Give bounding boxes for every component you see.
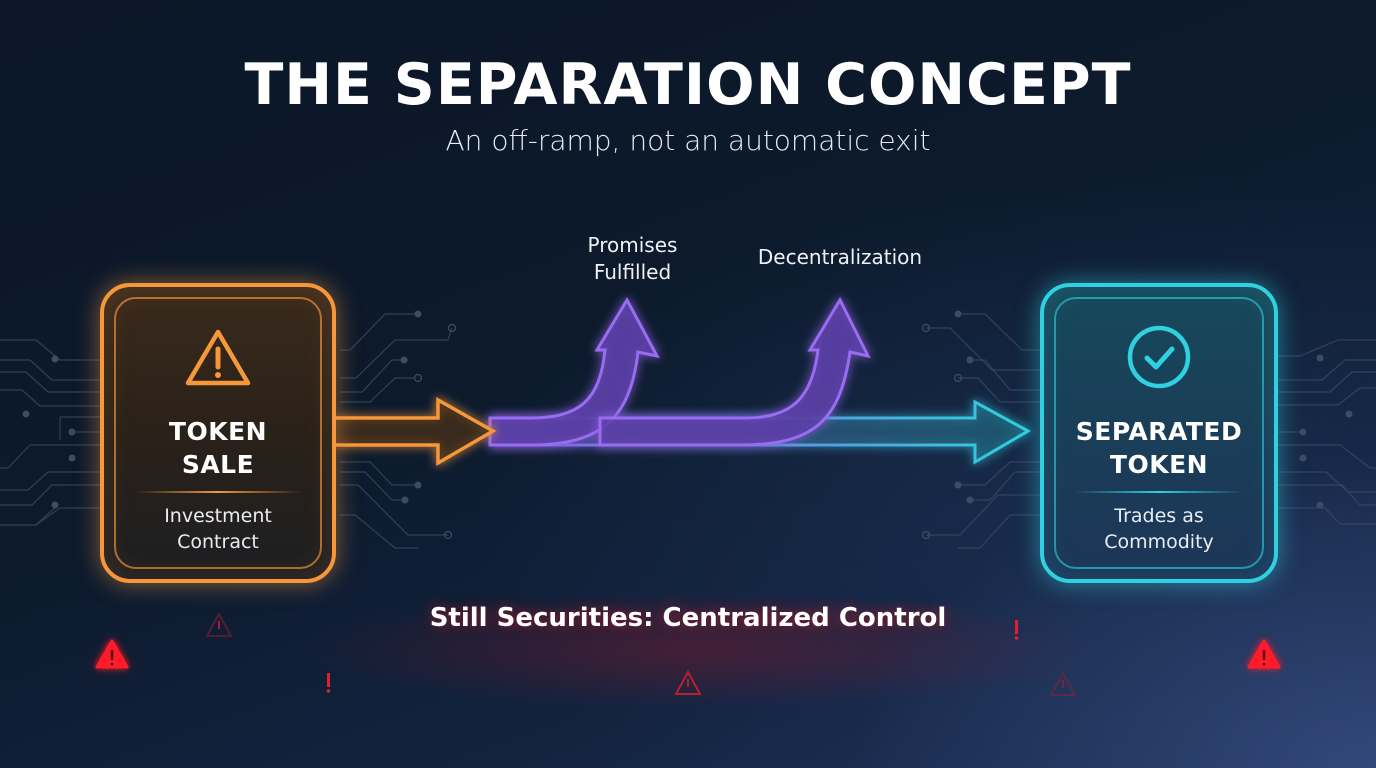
card-heading: TOKEN SALE [104,415,332,481]
card-subtitle-line: Investment [164,505,272,527]
separated-token-card: SEPARATED TOKEN Trades as Commodity [1040,283,1278,583]
card-inner-border [1054,297,1264,569]
card-subtitle-line: Trades as [1114,505,1204,527]
warning-label: Still Securities: Centralized Control [429,603,947,633]
branch-label-line: Decentralization [757,245,923,269]
card-divider [134,491,302,493]
token-sale-card: TOKEN SALE Investment Contract [100,283,336,583]
faint-alert-icon [1049,670,1077,696]
check-circle-icon [1127,325,1191,389]
warning-glow [300,590,1100,710]
card-subtitle: Investment Contract [104,503,332,555]
alert-triangle-icon-left [95,639,129,669]
page-subtitle: An off-ramp, not an automatic exit [445,124,931,157]
branch-arrow-promises [488,296,660,447]
card-inner-border [114,297,322,569]
exclamation-icons [326,620,1019,693]
page-title: THE SEPARATION CONCEPT [244,52,1132,118]
card-subtitle-line: Commodity [1104,531,1214,553]
card-subtitle-line: Contract [177,531,259,553]
branch-label-line: Promises [587,233,678,257]
card-subtitle: Trades as Commodity [1044,503,1274,555]
start-arrow [336,397,497,467]
faint-alert-icon [205,611,233,637]
faint-alert-icon [674,669,702,695]
warning-triangle-icon [185,329,251,386]
card-heading-line: TOKEN [168,417,268,446]
card-heading-line: TOKEN [1109,450,1209,479]
card-heading-line: SALE [181,450,255,479]
card-divider [1074,491,1244,493]
branch-label-line: Fulfilled [593,260,672,284]
branch-label-decentralization: Decentralization [730,244,950,271]
card-heading: SEPARATED TOKEN [1044,415,1274,481]
card-heading-line: SEPARATED [1075,417,1243,446]
branch-arrow-decentralization [598,296,871,447]
alert-triangle-icon-right [1247,639,1281,669]
branch-label-promises: Promises Fulfilled [560,232,705,286]
